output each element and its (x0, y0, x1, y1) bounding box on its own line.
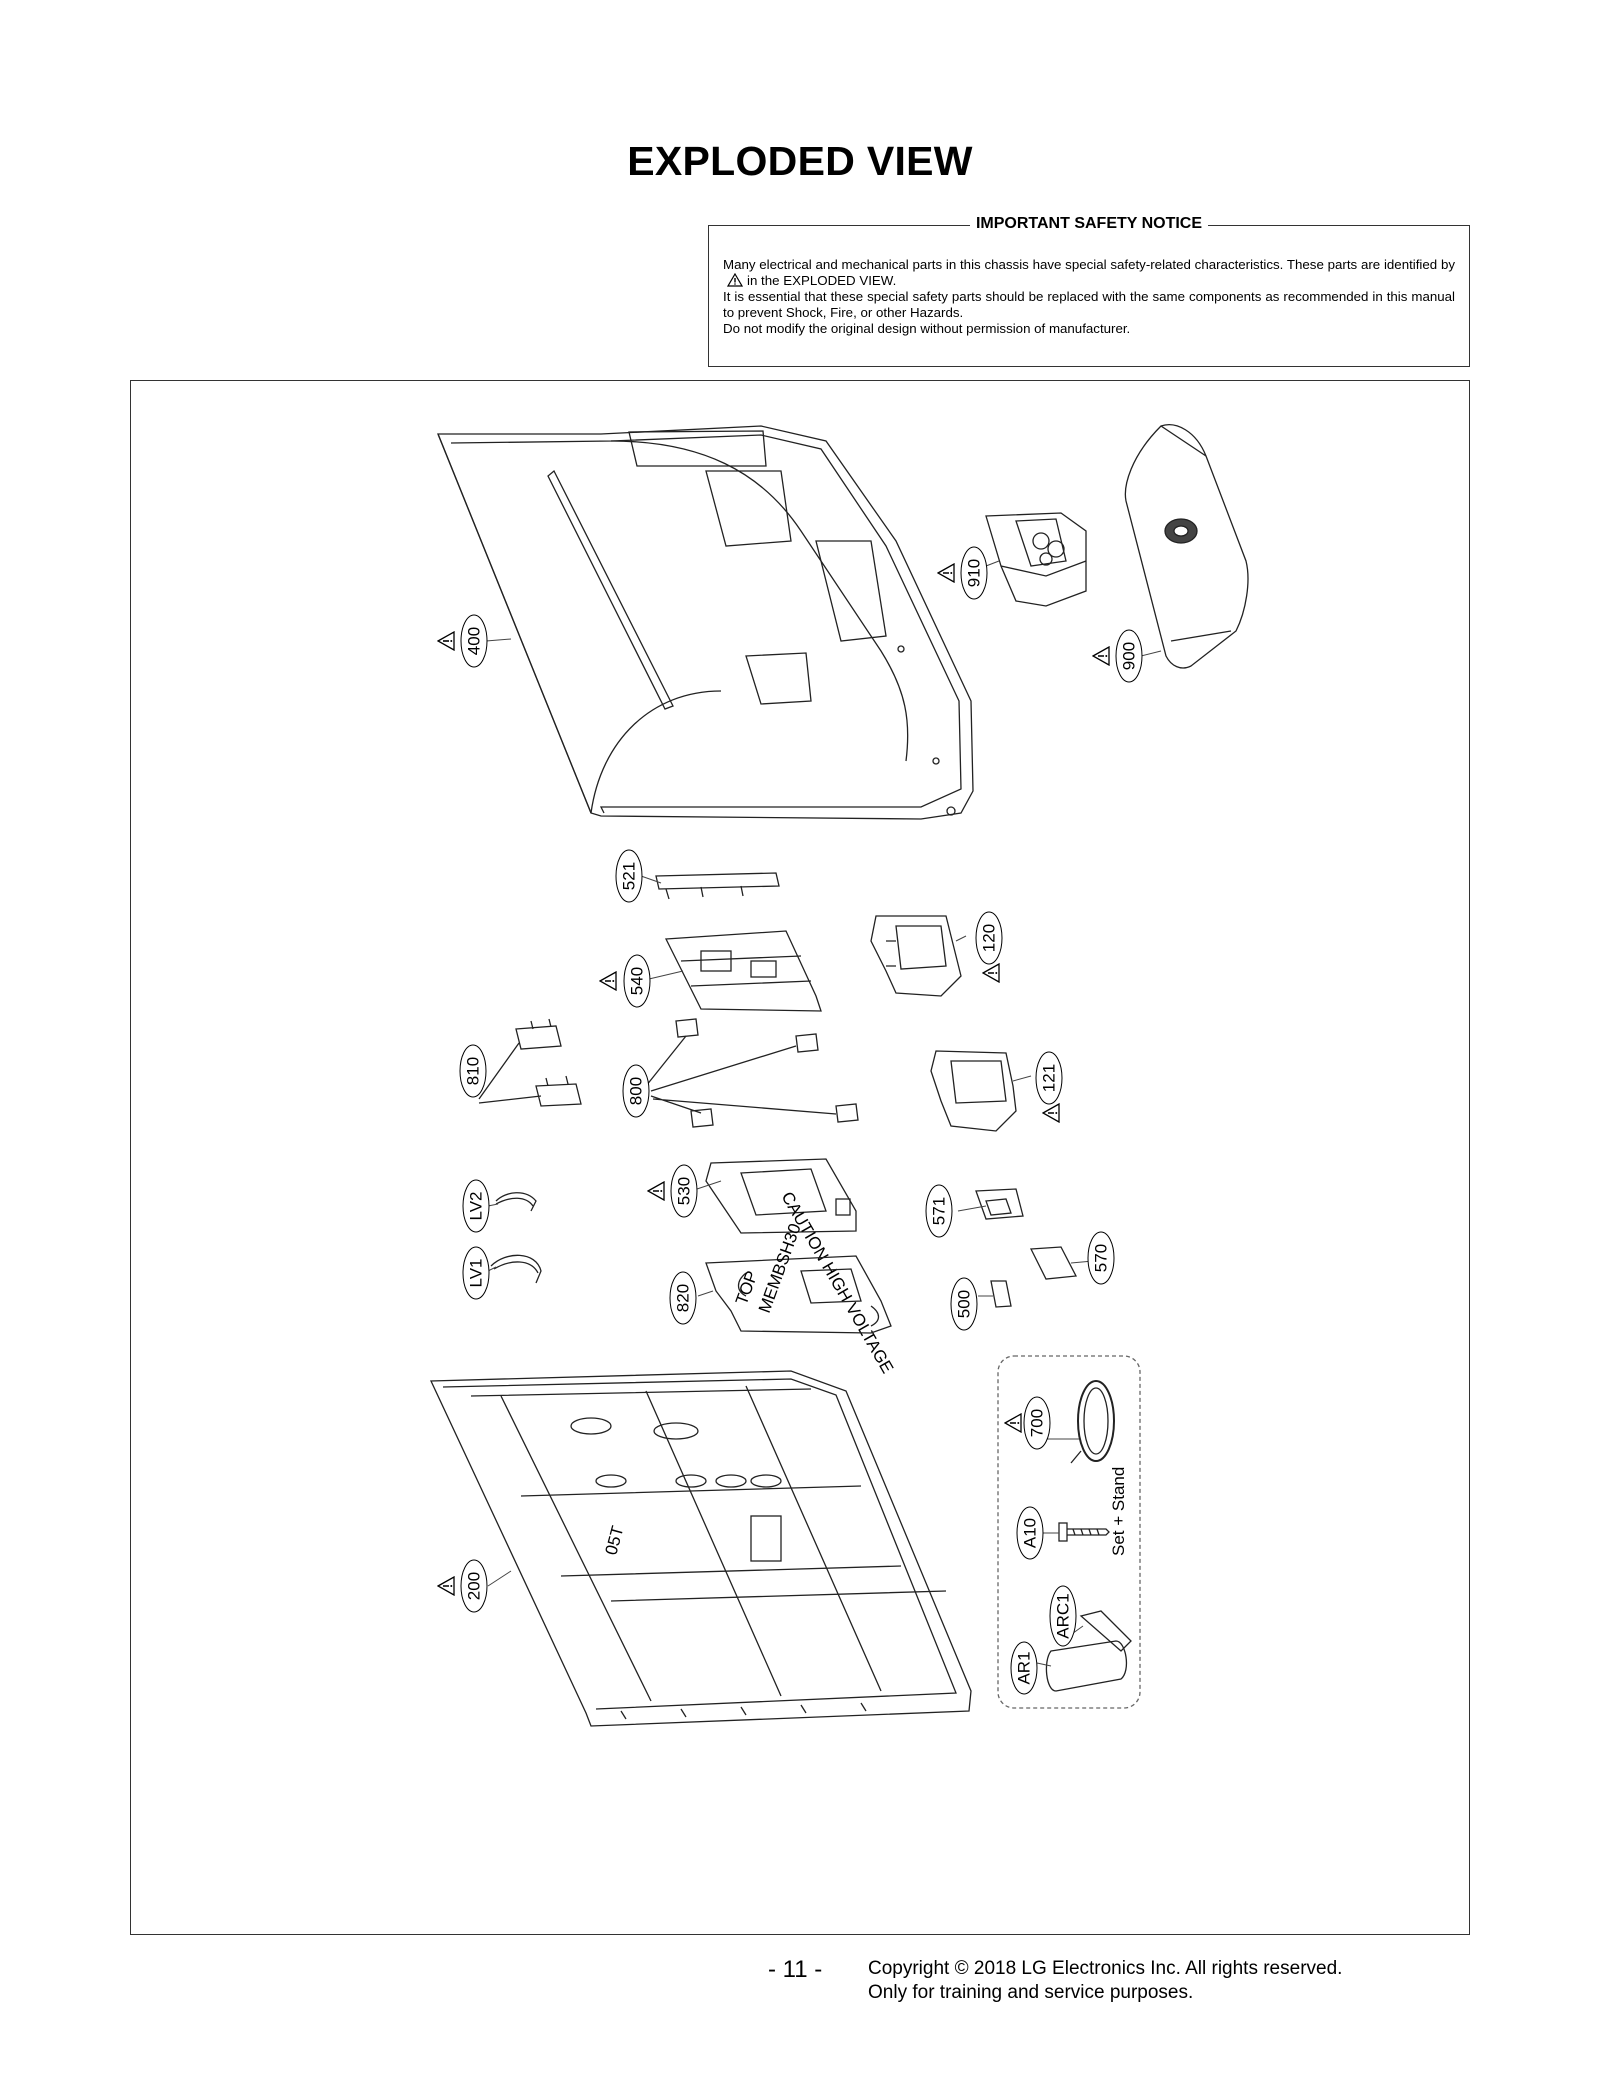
callout-label: ARC1 (1054, 1593, 1073, 1638)
callout-lv1: LV1 (462, 1246, 490, 1300)
callout-500: 500 (950, 1277, 978, 1331)
callout-121: 121 (1035, 1051, 1063, 1123)
callout-label: 910 (965, 559, 984, 587)
page-title: EXPLODED VIEW (627, 138, 973, 184)
notice-text-1: Many electrical and mechanical parts in … (723, 257, 1455, 272)
safety-notice-box: IMPORTANT SAFETY NOTICE Many electrical … (708, 215, 1470, 367)
callout-900: 900 (1092, 629, 1143, 683)
callout-a10: A10 (1016, 1506, 1044, 1560)
warning-triangle-icon (1092, 646, 1110, 666)
callout-label: 521 (620, 862, 639, 890)
notice-text-4: Do not modify the original design withou… (723, 321, 1131, 336)
part-120-speaker (870, 915, 962, 997)
warning-triangle-icon (982, 963, 1000, 983)
part-lv2-cable (495, 1192, 537, 1212)
part-lv1-cable (490, 1254, 542, 1284)
callout-label: LV2 (467, 1192, 486, 1221)
part-500-button (990, 1280, 1012, 1308)
callout-810: 810 (459, 1044, 487, 1098)
warning-triangle-icon (437, 631, 455, 651)
part-810-clips (478, 1018, 582, 1107)
callout-label: 700 (1028, 1409, 1047, 1437)
board-530-caution-text: CAUTION HIGH VOLTAGE (778, 1189, 898, 1377)
part-910-stand-body (985, 512, 1087, 607)
copyright: Copyright © 2018 LG Electronics Inc. All… (868, 1957, 1342, 2005)
callout-label: 120 (980, 924, 999, 952)
part-530-power-board: CAUTION HIGH VOLTAGE (705, 1158, 898, 1377)
part-570-board (1029, 1246, 1078, 1280)
callout-label: 810 (464, 1057, 483, 1085)
callout-800: 800 (622, 1064, 650, 1118)
callout-label: 200 (465, 1572, 484, 1600)
callout-arc1: ARC1 (1049, 1585, 1077, 1647)
part-ar1-remote (1045, 1640, 1128, 1692)
safety-notice-title: IMPORTANT SAFETY NOTICE (709, 215, 1469, 233)
callout-label: 570 (1092, 1244, 1111, 1272)
part-200-panel: 05T (429, 1370, 972, 1727)
callout-521: 521 (615, 849, 643, 903)
page-number: - 11 - (768, 1956, 823, 1983)
callout-label: 540 (628, 967, 647, 995)
part-121-speaker (930, 1050, 1017, 1132)
part-arc1-remote-cover (1079, 1610, 1132, 1652)
part-800-clips (645, 1018, 859, 1128)
part-540-main-board (664, 930, 822, 1012)
notice-text-3: It is essential that these special safet… (723, 289, 1455, 320)
callout-label: 900 (1120, 642, 1139, 670)
callout-label: 500 (955, 1290, 974, 1318)
exploded-view-diagram: CAUTION HIGH VOLTAGE TOP MEMBSH30 Set + … (429, 424, 1249, 1727)
warning-triangle-icon (1042, 1103, 1060, 1123)
callout-120: 120 (975, 911, 1003, 983)
warning-triangle-icon (1004, 1413, 1022, 1433)
part-900-stand-base (1124, 424, 1249, 669)
callout-label: 571 (930, 1197, 949, 1225)
warning-triangle-icon (727, 273, 743, 287)
callout-label: 820 (674, 1284, 693, 1312)
callout-200: 200 (437, 1559, 488, 1613)
part-571-board (975, 1188, 1024, 1220)
accessory-box: Set + Stand (997, 1355, 1141, 1709)
callout-540: 540 (599, 954, 651, 1008)
copyright-line-2: Only for training and service purposes. (868, 1982, 1194, 2003)
accessory-box-label: Set + Stand (1109, 1467, 1128, 1556)
notice-text-2: in the EXPLODED VIEW. (747, 273, 897, 288)
copyright-line-1: Copyright © 2018 LG Electronics Inc. All… (868, 1958, 1343, 1979)
part-400-back-cover (437, 425, 974, 820)
panel-200-code-text: 05T (602, 1524, 628, 1557)
callout-label: 800 (627, 1077, 646, 1105)
part-a10-screw (1058, 1522, 1110, 1542)
callout-ar1: AR1 (1010, 1641, 1038, 1695)
callout-label: 530 (675, 1177, 694, 1205)
callout-820: 820 (669, 1271, 697, 1325)
warning-triangle-icon (437, 1576, 455, 1596)
callout-530: 530 (647, 1164, 698, 1218)
callout-label: 400 (465, 627, 484, 655)
callout-label: 121 (1040, 1064, 1059, 1092)
part-521-bracket (655, 872, 780, 900)
callout-400: 400 (437, 614, 488, 668)
part-700-power-cord (1070, 1380, 1115, 1464)
exploded-view-frame: CAUTION HIGH VOLTAGE TOP MEMBSH30 Set + … (130, 380, 1470, 1935)
callout-lv2: LV2 (462, 1179, 490, 1233)
callout-label: A10 (1021, 1518, 1040, 1548)
warning-triangle-icon (937, 563, 955, 583)
callout-label: AR1 (1015, 1651, 1034, 1684)
sheet-820-code-text: MEMBSH30 (755, 1221, 805, 1315)
warning-triangle-icon (599, 971, 617, 991)
safety-notice-body: Many electrical and mechanical parts in … (723, 257, 1455, 337)
callout-570: 570 (1087, 1231, 1115, 1285)
callout-700: 700 (1004, 1396, 1051, 1450)
callout-label: LV1 (467, 1259, 486, 1288)
callout-910: 910 (937, 546, 988, 600)
callout-571: 571 (925, 1184, 953, 1238)
warning-triangle-icon (647, 1181, 665, 1201)
